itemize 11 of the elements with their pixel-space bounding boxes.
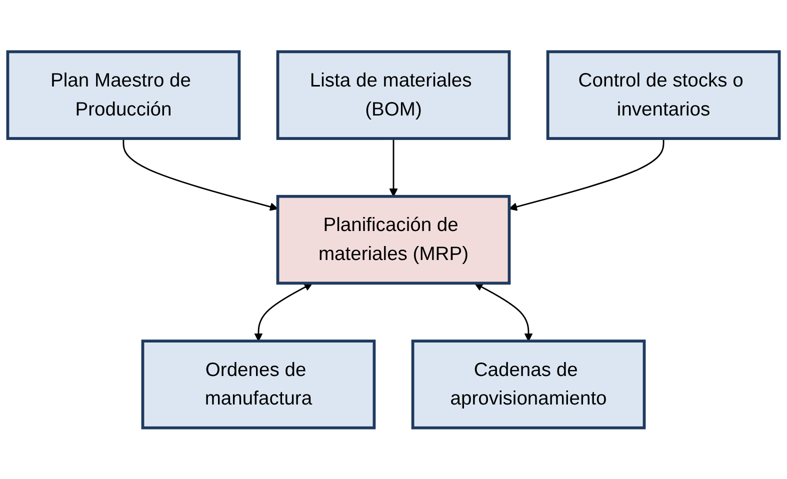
node-box: Cadenas de aprovisionamiento <box>411 339 646 430</box>
arrow <box>389 138 398 196</box>
arrow <box>474 282 533 342</box>
node-box: Plan Maestro de Producción <box>6 50 241 140</box>
node-box: Lista de materiales (BOM) <box>276 50 511 140</box>
node-box: Planificación de materiales (MRP) <box>276 194 511 284</box>
node-box: Ordenes de manufactura <box>141 339 376 430</box>
arrow <box>508 138 664 211</box>
arrow <box>122 138 278 211</box>
arrow <box>254 282 313 342</box>
node-box: Control de stocks o inventarios <box>546 50 781 140</box>
